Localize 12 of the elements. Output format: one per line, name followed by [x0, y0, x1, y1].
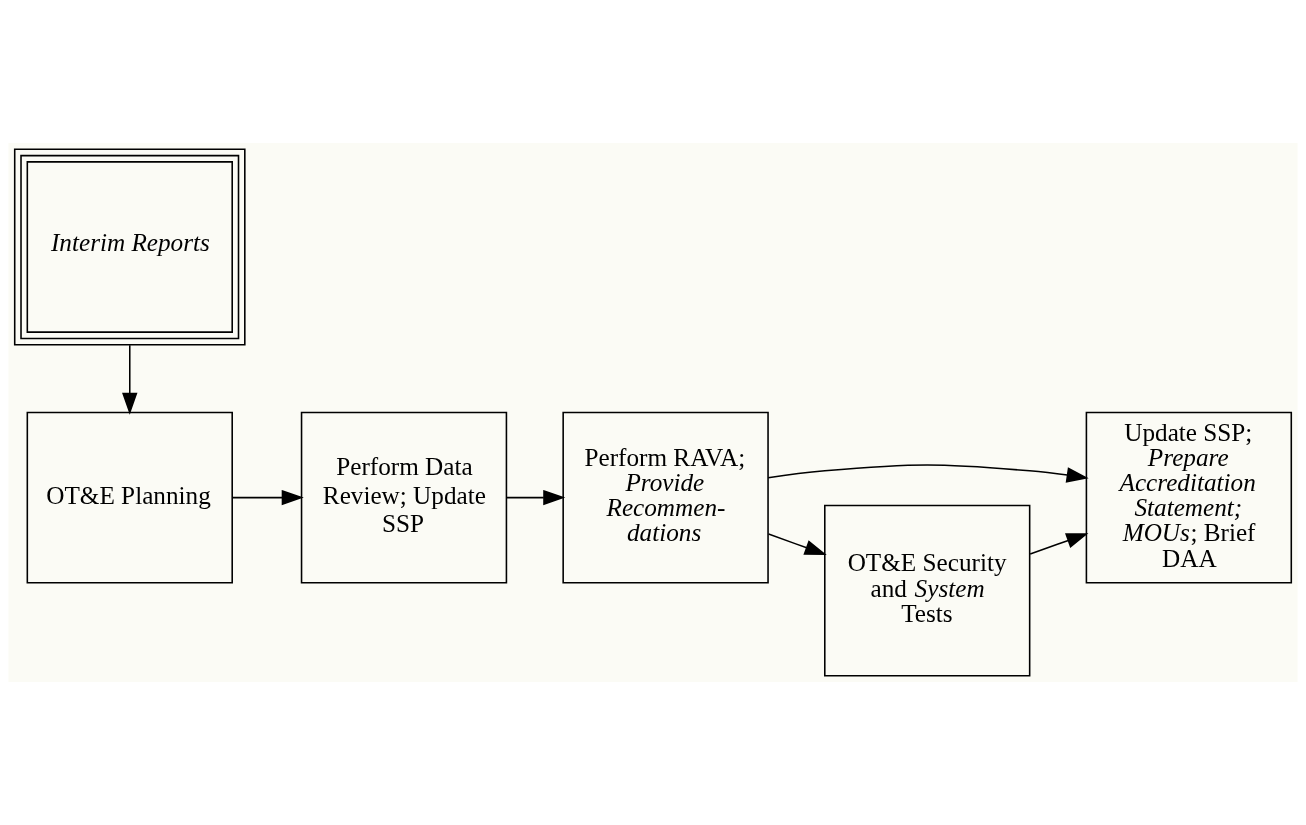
- arrow: [122, 344, 138, 415]
- node-box: OT&E Planning: [26, 411, 233, 584]
- node-box: Perform Data Review; Update SSP: [300, 411, 508, 584]
- node-box: Perform RAVA; Provide Recommen- dations: [562, 411, 769, 584]
- arrow: [767, 533, 827, 556]
- arrow: [506, 489, 566, 506]
- arrow: [231, 489, 304, 506]
- node-box: OT&E Security and System Tests: [824, 504, 1031, 677]
- node-box: Interim Reports: [13, 148, 246, 346]
- arrow: [767, 464, 1089, 483]
- node-box: Update SSP; Prepare Accreditation Statement; MOUs; Brief DAA: [1085, 411, 1293, 584]
- arrow: [1029, 533, 1089, 555]
